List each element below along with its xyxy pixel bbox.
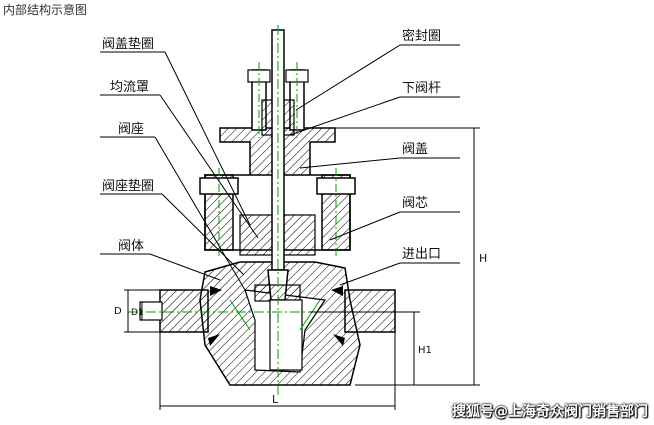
dim-H1: H1	[418, 345, 432, 356]
dim-D: D	[114, 306, 122, 317]
dim-D1: D1	[131, 308, 144, 318]
watermark: 搜狐号@上海奇众阀门销售部门	[452, 404, 648, 420]
weld-right-low	[333, 334, 345, 346]
label-bonnet: 阀盖	[402, 142, 429, 157]
dim-L: L	[272, 393, 279, 406]
leaders-left	[100, 51, 259, 291]
center-diag-2	[299, 299, 321, 331]
label-lower-stem: 下阀杆	[402, 81, 442, 96]
label-seal-ring: 密封圈	[402, 29, 442, 44]
outlet-bore	[269, 299, 303, 371]
dim-H: H	[479, 252, 488, 265]
label-seat: 阀座	[118, 122, 145, 137]
label-bonnet-gasket: 阀盖垫圈	[102, 37, 155, 52]
inlet-stub	[159, 289, 209, 333]
weld-left-low	[208, 334, 220, 346]
inlet-nozzle	[139, 301, 163, 321]
dimension-lines	[124, 127, 480, 410]
outlet-stub	[344, 289, 396, 333]
weld-left	[210, 286, 222, 296]
center-diag-1	[229, 299, 251, 331]
label-body: 阀体	[118, 239, 145, 254]
label-inlet-outlet: 进出口	[402, 247, 442, 262]
caption: 内部结构示意图	[3, 3, 88, 17]
label-flow-cage: 均流罩	[110, 80, 150, 95]
leaders-right	[289, 44, 460, 286]
weld-right	[331, 286, 343, 296]
label-plug: 阀芯	[402, 196, 429, 211]
label-seat-gasket: 阀座垫圈	[102, 179, 155, 194]
